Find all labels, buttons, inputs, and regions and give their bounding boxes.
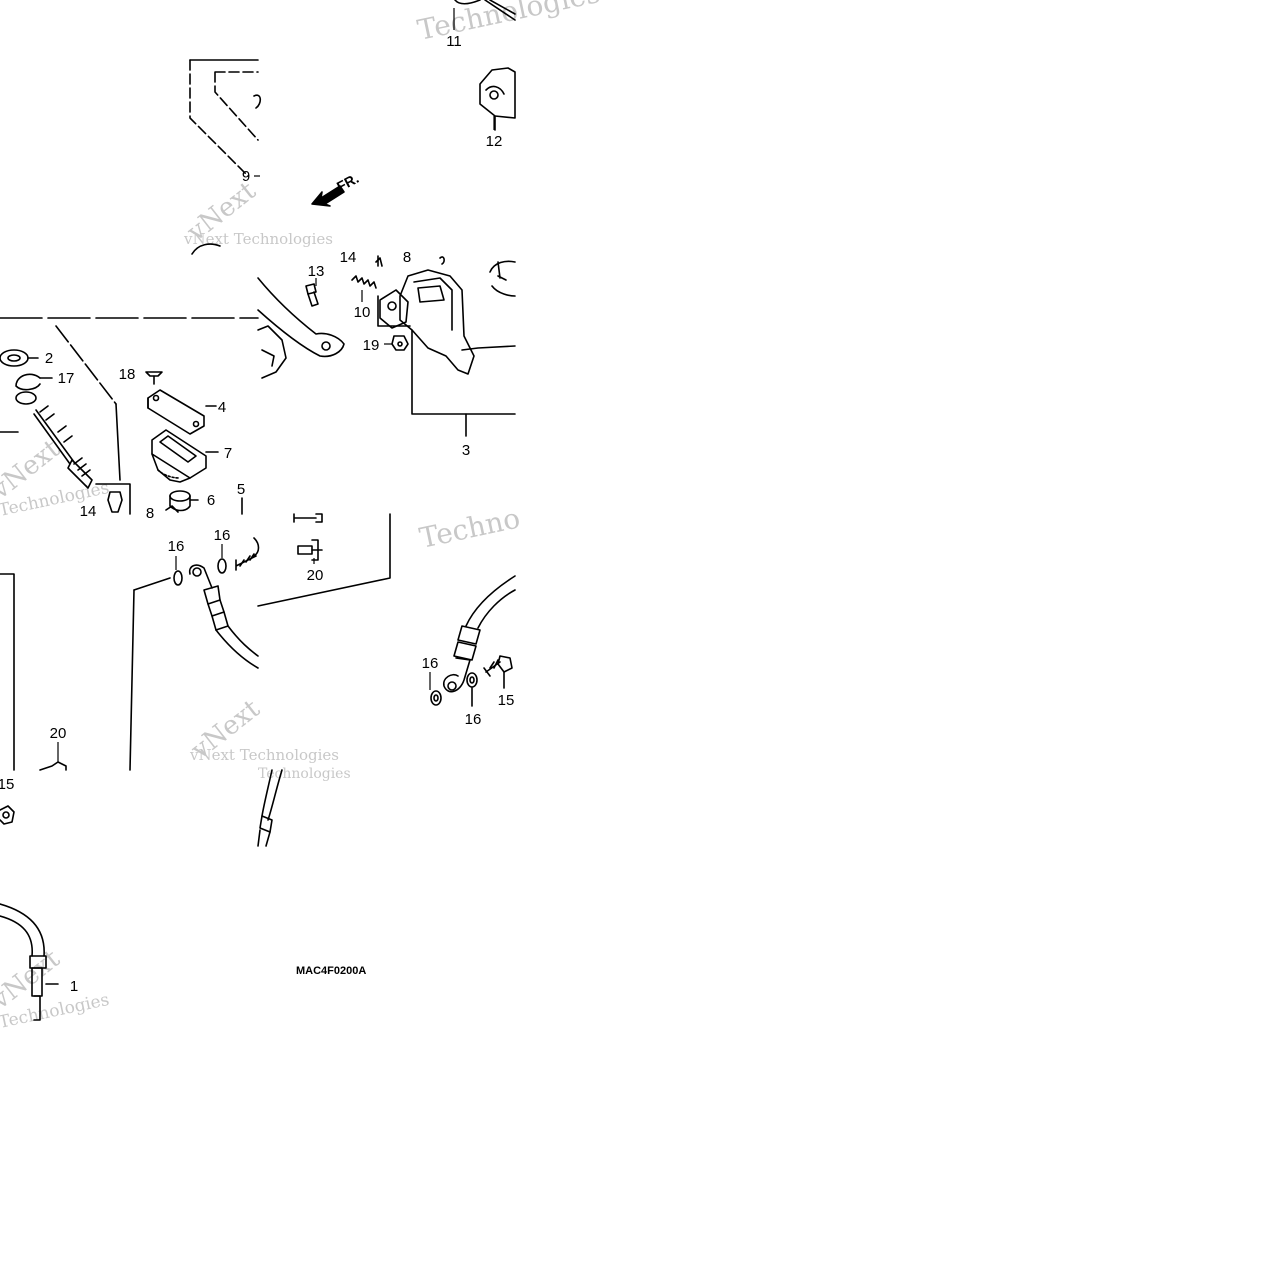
part-label-20-upper[interactable]: 20 (307, 567, 324, 584)
front-direction-arrow (311, 185, 345, 207)
part-18-drawing (145, 371, 163, 385)
part-17-drawing (15, 373, 53, 391)
part-3-bracket (377, 255, 516, 437)
part-label-12[interactable]: 12 (486, 133, 503, 150)
part-4-drawing (147, 389, 217, 435)
part-16-washer-c (430, 690, 442, 706)
part-20-bolt-lower (39, 761, 67, 771)
part-label-10[interactable]: 10 (354, 304, 371, 321)
watermark: Technologies (258, 766, 351, 782)
part-label-8-mid[interactable]: 8 (146, 505, 154, 522)
part-label-18[interactable]: 18 (119, 366, 136, 383)
part-label-2[interactable]: 2 (45, 350, 53, 367)
part-label-1[interactable]: 1 (70, 978, 78, 995)
part-number-labels: 11 12 9 13 14 8 10 19 3 2 17 18 4 7 6 5 … (0, 33, 514, 995)
piston-frame (0, 317, 259, 481)
part-label-17[interactable]: 17 (58, 370, 75, 387)
part-19-drawing (391, 335, 409, 351)
part-3-lower-bracket (257, 513, 391, 607)
part-label-16-b[interactable]: 16 (214, 527, 231, 544)
brake-hose-lower (257, 769, 283, 847)
part-15-bolt-mid (235, 537, 260, 571)
part-label-9[interactable]: 9 (242, 168, 250, 185)
part-15-bolt-right (483, 655, 513, 689)
part-label-14-top[interactable]: 14 (340, 249, 357, 266)
diagram-code: MAC4F0200A (296, 965, 366, 977)
part-label-16-c[interactable]: 16 (422, 655, 439, 672)
master-cylinder-drawing (379, 256, 516, 375)
part-7-drawing (151, 429, 219, 483)
brake-hose-right (442, 575, 516, 693)
part-label-5[interactable]: 5 (237, 481, 245, 498)
part-label-6[interactable]: 6 (207, 492, 215, 509)
part-label-8-top[interactable]: 8 (403, 249, 411, 266)
part-14-drawing (95, 483, 179, 515)
part-label-3[interactable]: 3 (462, 442, 470, 459)
part-1-brake-hose (0, 903, 59, 1021)
part-label-7[interactable]: 7 (224, 445, 232, 462)
part-label-13[interactable]: 13 (308, 263, 325, 280)
part-16-washer-a (173, 570, 183, 586)
part-12-drawing (479, 67, 516, 131)
part-13-drawing (305, 283, 319, 307)
part-label-11[interactable]: 11 (446, 33, 462, 50)
part-label-4[interactable]: 4 (218, 399, 226, 416)
brake-lever-drawing (257, 277, 345, 379)
part-15-bolt-lower (0, 805, 15, 825)
leader-lines (57, 8, 495, 762)
part-label-15-lower[interactable]: 15 (0, 776, 14, 793)
watermark: Techno (417, 501, 523, 554)
part-11-drawing (454, 0, 516, 21)
part-label-15-right[interactable]: 15 (498, 692, 515, 709)
part-20-bolt-upper (293, 513, 323, 561)
part-label-16-d[interactable]: 16 (465, 711, 482, 728)
piston-rod-drawing (15, 391, 93, 489)
watermark: vNext Technologies (183, 230, 333, 248)
part-16-washer-d (466, 672, 478, 707)
part-9-frame (189, 59, 262, 255)
part-2-drawing (0, 349, 39, 367)
part-label-14-mid[interactable]: 14 (80, 503, 97, 520)
hose-frame-left (0, 573, 171, 771)
brake-hose-middle (188, 564, 259, 669)
watermark: Technologies (415, 0, 603, 47)
part-16-washer-b (217, 558, 227, 574)
part-label-20-lower[interactable]: 20 (50, 725, 67, 742)
part-label-19[interactable]: 19 (363, 337, 380, 354)
part-label-16-a[interactable]: 16 (168, 538, 185, 555)
part-6-drawing (169, 490, 199, 512)
watermark: vNext Technologies (189, 746, 339, 764)
